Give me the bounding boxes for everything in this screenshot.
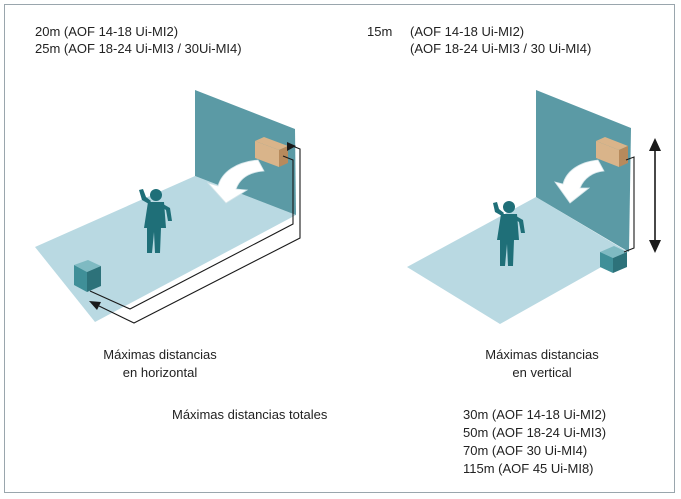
left-outdoor-unit [74, 260, 101, 292]
vertical-distance-label: 15m [367, 24, 393, 39]
right-vertical-double-arrow [649, 138, 661, 253]
left-pipe-inner [89, 155, 294, 310]
vertical-distance-line-2: (AOF 18-24 Ui-MI3 / 30 Ui-MI4) [410, 41, 592, 56]
right-pipe [623, 156, 635, 253]
horizontal-distance-line-2: 25m (AOF 18-24 Ui-MI3 / 30Ui-MI4) [35, 41, 242, 56]
left-pipe-arrowhead-top [287, 142, 296, 151]
vertical-scene [407, 90, 661, 324]
totals-line-4: 115m (AOF 45 Ui-MI8) [463, 461, 594, 476]
totals-line-2: 50m (AOF 18-24 Ui-MI3) [463, 425, 607, 440]
horizontal-scene [35, 90, 301, 324]
diagram-frame [4, 4, 675, 493]
left-pipe-outer [98, 144, 301, 324]
right-airflow-arrow [554, 159, 605, 204]
right-outdoor-unit [600, 246, 627, 273]
left-person-figure [139, 189, 172, 253]
horizontal-distance-line-1: 20m (AOF 14-18 Ui-MI2) [35, 24, 179, 39]
horizontal-caption-line-2: en horizontal [122, 365, 198, 380]
vertical-distance-line-1: (AOF 14-18 Ui-MI2) [410, 24, 525, 39]
totals-label: Máximas distancias totales [172, 407, 328, 422]
totals-line-3: 70m (AOF 30 Ui-MI4) [463, 443, 588, 458]
right-person-figure [493, 201, 525, 266]
left-airflow-arrow [206, 159, 265, 204]
left-pipe-arrowhead-bottom [89, 301, 101, 310]
vertical-caption-line-2: en vertical [512, 365, 572, 380]
vertical-caption-line-1: Máximas distancias [485, 347, 599, 362]
right-floor [407, 197, 628, 324]
totals-line-1: 30m (AOF 14-18 Ui-MI2) [463, 407, 607, 422]
horizontal-caption-line-1: Máximas distancias [103, 347, 217, 362]
right-indoor-unit [596, 137, 628, 167]
